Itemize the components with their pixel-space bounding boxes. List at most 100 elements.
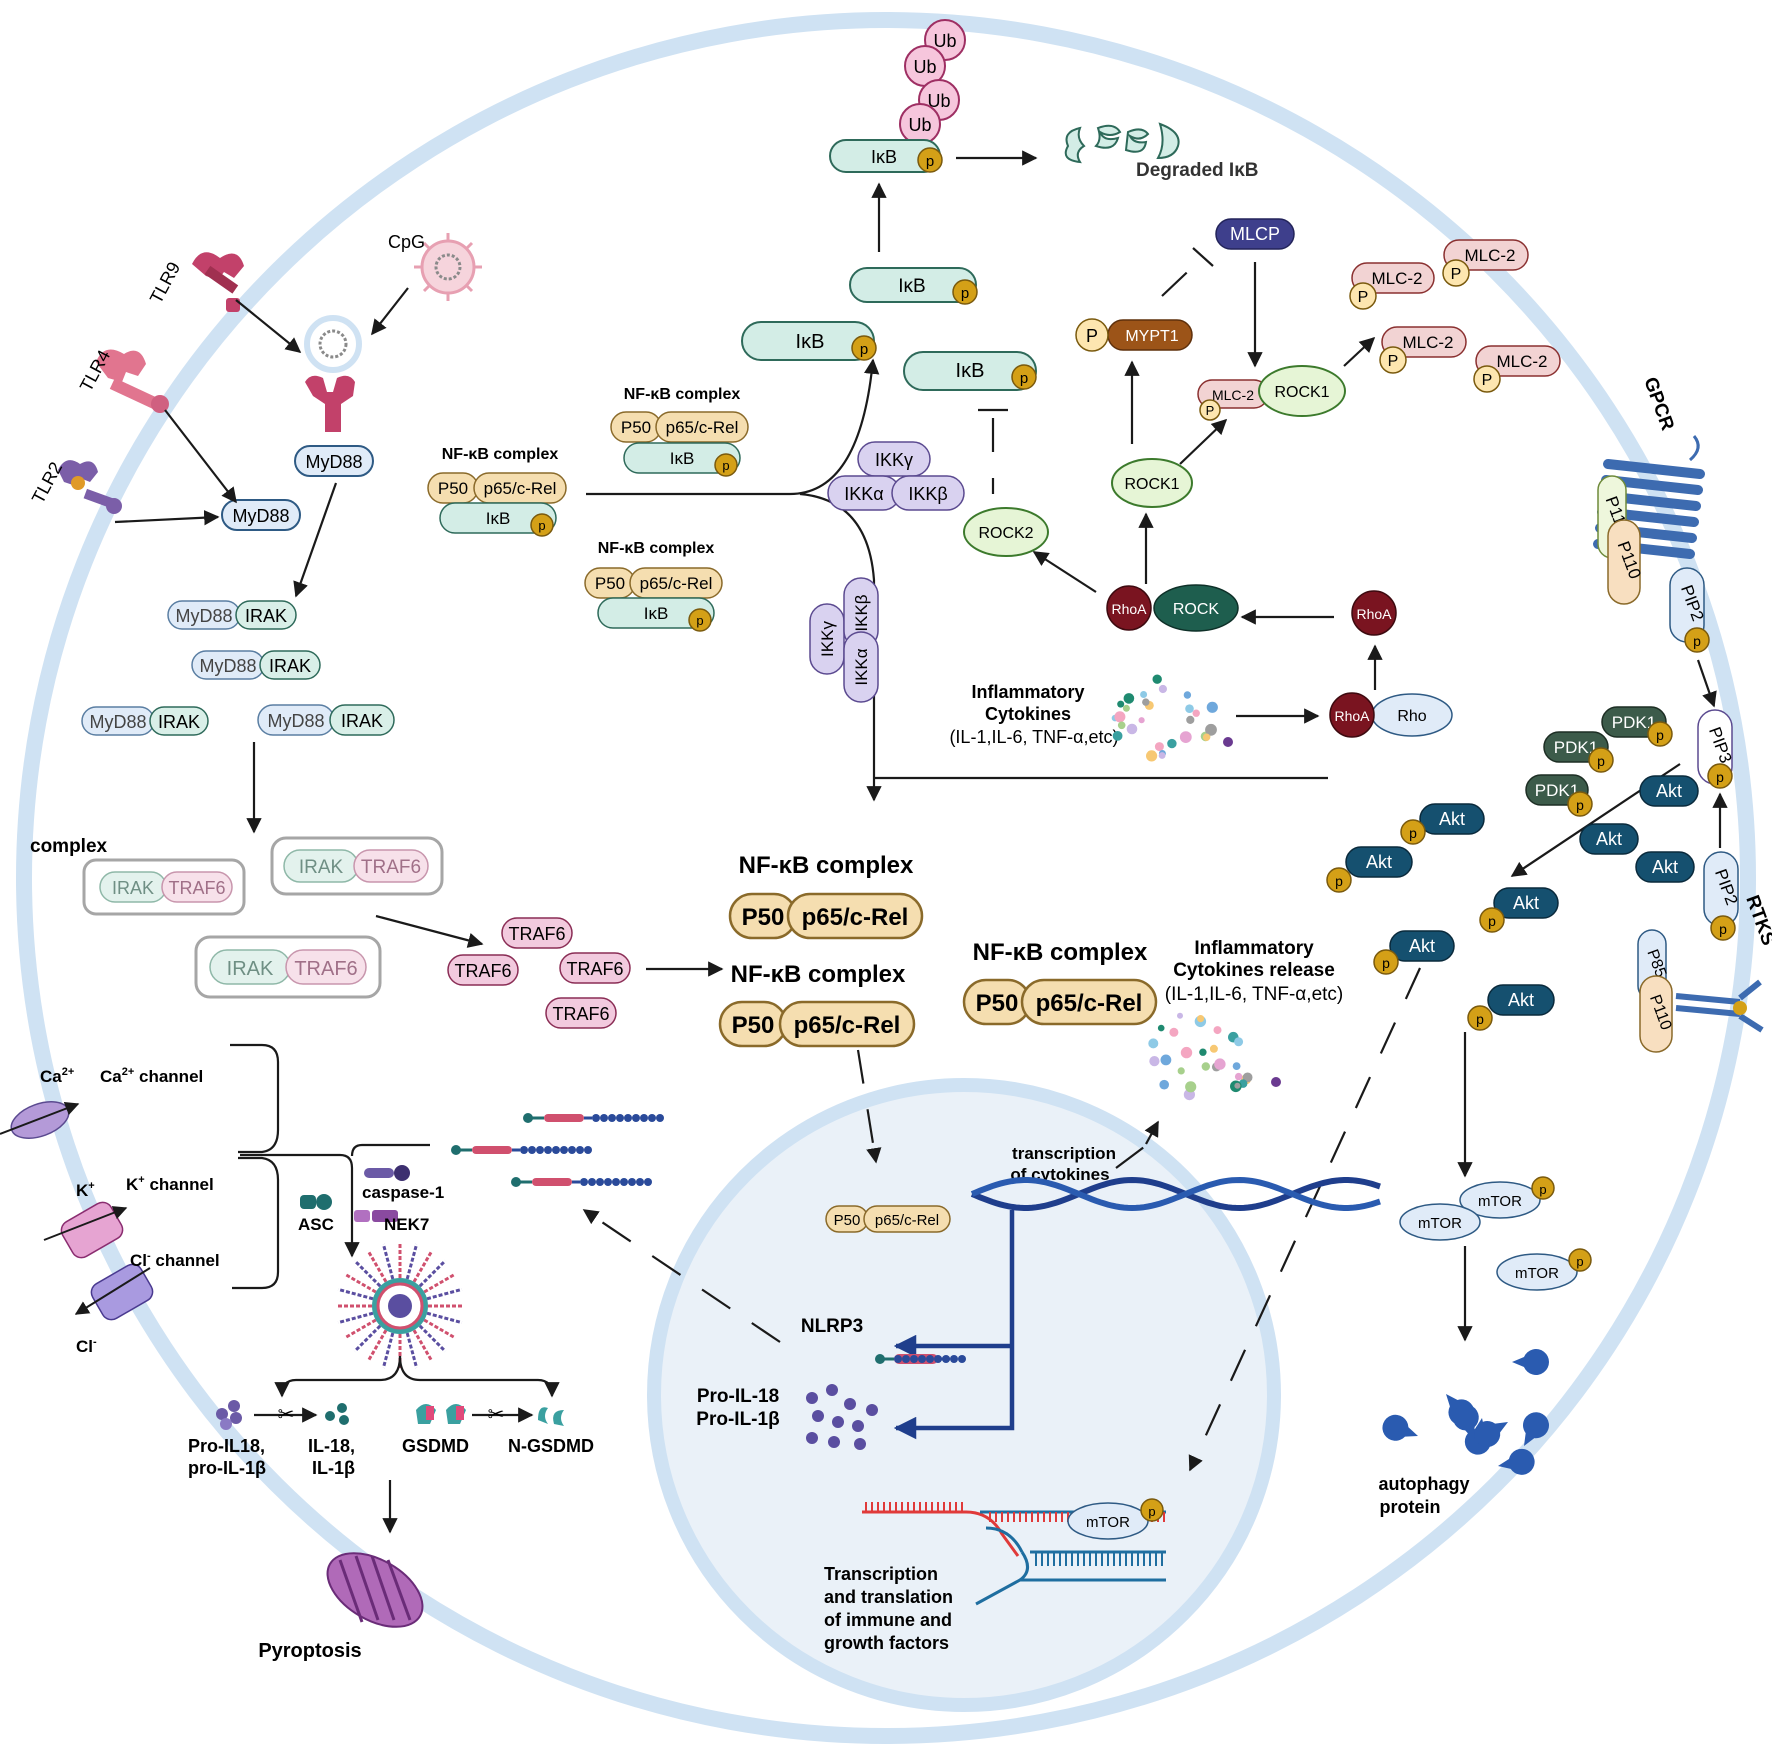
pro-il18-nuclear-label: Pro-IL-18 bbox=[697, 1386, 779, 1407]
rhoa-active: RhoA bbox=[1351, 590, 1397, 636]
rock1: ROCK1 bbox=[1111, 458, 1193, 508]
rtk-receptor-icon bbox=[1675, 979, 1764, 1033]
svg-text:Ub: Ub bbox=[933, 31, 956, 51]
pip3: PIP3 p bbox=[1697, 709, 1735, 789]
svg-text:Akt: Akt bbox=[1508, 990, 1534, 1010]
svg-text:ROCK1: ROCK1 bbox=[1124, 476, 1179, 493]
autophagy-protein-icon bbox=[1382, 1349, 1550, 1475]
svg-text:MyD88: MyD88 bbox=[199, 656, 256, 676]
endosome-icon bbox=[304, 315, 362, 373]
pro-il-particles-icon bbox=[806, 1384, 878, 1450]
svg-text:MyD88: MyD88 bbox=[175, 606, 232, 626]
svg-text:p: p bbox=[1335, 873, 1343, 889]
svg-text:IκB: IκB bbox=[644, 604, 669, 623]
svg-text:Akt: Akt bbox=[1439, 809, 1465, 829]
svg-text:p: p bbox=[1020, 370, 1028, 387]
svg-text:MyD88: MyD88 bbox=[267, 711, 324, 731]
svg-text:p65/c-Rel: p65/c-Rel bbox=[794, 1012, 901, 1039]
svg-text:p: p bbox=[722, 458, 729, 473]
caspase-1-icon bbox=[364, 1165, 410, 1181]
pro-il1b-nuclear-label: Pro-IL-1β bbox=[696, 1409, 779, 1430]
svg-text:P: P bbox=[1482, 372, 1493, 389]
svg-text:PDK1: PDK1 bbox=[1554, 738, 1598, 757]
svg-text:p: p bbox=[961, 285, 969, 302]
svg-text:P50: P50 bbox=[742, 904, 785, 931]
transcription-translation-1: Transcription bbox=[824, 1564, 938, 1584]
p110-p110-complex: P110 P110 bbox=[1597, 475, 1645, 605]
ikb-p-2: IκB p bbox=[741, 321, 877, 361]
svg-text:Akt: Akt bbox=[1596, 829, 1622, 849]
svg-text:IKKβ: IKKβ bbox=[852, 594, 871, 631]
svg-text:P50: P50 bbox=[621, 418, 651, 437]
svg-text:p65/c-Rel: p65/c-Rel bbox=[484, 479, 557, 498]
cpg-label: CpG bbox=[388, 232, 425, 252]
myd88-top: MyD88 bbox=[294, 445, 374, 477]
dna-double-helix-icon bbox=[970, 1176, 1381, 1212]
svg-text:p: p bbox=[1476, 1011, 1484, 1027]
tlr9-label: TLR9 bbox=[146, 259, 184, 307]
pyroptosis-pore-icon bbox=[326, 1552, 424, 1628]
svg-text:p: p bbox=[1693, 633, 1701, 649]
inflammatory-cytokines-label: Inflammatory Cytokines (IL-1,IL-6, TNF-α… bbox=[949, 682, 1118, 747]
ca-channel-icon bbox=[0, 1101, 80, 1139]
svg-text:P50: P50 bbox=[732, 1012, 775, 1039]
transcription-translation-4: growth factors bbox=[824, 1633, 949, 1653]
endosomal-tlr-icon bbox=[305, 375, 355, 432]
cpg-virus-icon bbox=[414, 233, 482, 301]
svg-text:IRAK: IRAK bbox=[158, 712, 200, 732]
pip2-bottom: PIP2 p bbox=[1703, 851, 1741, 941]
nek7-label: NEK7 bbox=[384, 1215, 429, 1234]
nlrp3-oligomers-icon bbox=[451, 1113, 664, 1187]
nfkb-ikb-complex-1: NF-κB complex P50 p65/c-Rel IκB p bbox=[610, 386, 749, 477]
cytokines-release-label: Inflammatory Cytokines release (IL-1,IL-… bbox=[1165, 938, 1344, 1005]
svg-text:Akt: Akt bbox=[1656, 781, 1682, 801]
mlc2-group: MLC-2 P MLC-2 P MLC-2 P MLC-2 P bbox=[1349, 239, 1561, 393]
svg-text:Akt: Akt bbox=[1513, 893, 1539, 913]
mtor-group: mTOR p mTOR mTOR p bbox=[1399, 1176, 1592, 1291]
svg-text:MyD88: MyD88 bbox=[89, 712, 146, 732]
svg-text:ROCK1: ROCK1 bbox=[1274, 384, 1329, 401]
svg-text:IκB: IκB bbox=[871, 147, 897, 167]
svg-text:TRAF6: TRAF6 bbox=[361, 857, 421, 878]
ikb-p-1: IκB p bbox=[849, 267, 978, 305]
transcription-label-1: transcription bbox=[1012, 1144, 1116, 1163]
n-gsdmd-icon bbox=[538, 1407, 564, 1426]
svg-text:IKKγ: IKKγ bbox=[875, 450, 913, 470]
nfkb-complex-large-1: NF-κB complex P50 p65/c-Rel bbox=[728, 852, 924, 940]
svg-text:p65/c-Rel: p65/c-Rel bbox=[1036, 990, 1143, 1017]
svg-text:NF-κB complex: NF-κB complex bbox=[731, 961, 906, 988]
svg-text:p65/c-Rel: p65/c-Rel bbox=[666, 418, 739, 437]
svg-text:p: p bbox=[1576, 1254, 1583, 1269]
svg-text:IκB: IκB bbox=[670, 449, 695, 468]
svg-text:IRAK: IRAK bbox=[227, 958, 274, 980]
pyroptosis-label: Pyroptosis bbox=[258, 1640, 361, 1662]
il18-label: IL-18, bbox=[308, 1436, 355, 1456]
svg-text:P50: P50 bbox=[976, 990, 1019, 1017]
nfkb-ikb-complex-3: NF-κB complex P50 p65/c-Rel IκB p bbox=[584, 540, 723, 632]
svg-text:MyD88: MyD88 bbox=[232, 506, 289, 526]
svg-text:p: p bbox=[926, 153, 934, 170]
svg-text:Cytokines: Cytokines bbox=[985, 704, 1071, 724]
svg-text:ROCK2: ROCK2 bbox=[978, 525, 1033, 542]
svg-text:Cl- channel: Cl- channel bbox=[130, 1250, 220, 1270]
akt-group: Akt Akt Akt Akt p Akt p Akt p Akt p Akt … bbox=[1326, 775, 1699, 1031]
svg-text:Rho: Rho bbox=[1397, 708, 1426, 725]
svg-text:IκB: IκB bbox=[796, 331, 825, 353]
myd88-irak-2: MyD88 IRAK bbox=[191, 650, 321, 680]
pro-il18-particles-icon bbox=[216, 1400, 242, 1430]
complex-label: complex bbox=[30, 836, 108, 857]
svg-text:NF-κB complex: NF-κB complex bbox=[739, 852, 914, 879]
svg-text:(IL-1,IL-6, TNF-α,etc): (IL-1,IL-6, TNF-α,etc) bbox=[1165, 984, 1344, 1005]
svg-text:p: p bbox=[1148, 1504, 1155, 1519]
rhoa-rock-complex: ROCK RhoA bbox=[1106, 584, 1239, 632]
traf6-cluster: TRAF6 TRAF6 TRAF6 TRAF6 bbox=[447, 917, 631, 1029]
degraded-ikb-label: Degraded IκB bbox=[1136, 160, 1259, 181]
cl-label: Cl- Cl- channel bbox=[76, 1250, 220, 1356]
svg-text:p: p bbox=[1719, 921, 1727, 937]
svg-text:P50: P50 bbox=[834, 1212, 861, 1229]
svg-text:Ub: Ub bbox=[927, 91, 950, 111]
svg-text:Inflammatory: Inflammatory bbox=[1194, 938, 1314, 959]
gpcr-label: GPCR bbox=[1639, 375, 1678, 434]
svg-text:Akt: Akt bbox=[1409, 936, 1435, 956]
svg-text:MYPT1: MYPT1 bbox=[1125, 328, 1178, 345]
